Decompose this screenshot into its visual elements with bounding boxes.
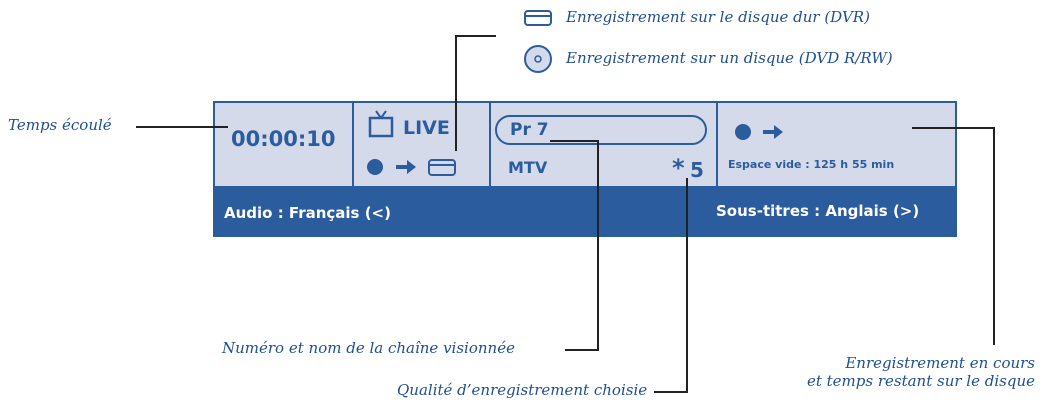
channel-annotation: Numéro et nom de la chaîne visionnée: [222, 339, 515, 357]
subtitles-language: Sous-titres : Anglais (>): [716, 202, 920, 220]
leader-channel-h2: [565, 349, 599, 351]
live-cell: LIVE: [352, 101, 491, 188]
hard-disk-icon: [524, 10, 552, 26]
tv-icon: [368, 110, 394, 138]
legend-disc-text: Enregistrement sur un disque (DVD R/RW): [566, 49, 893, 67]
quality-annotation: Qualité d’enregistrement choisie: [397, 381, 648, 399]
time-cell: 00:00:10: [213, 101, 354, 188]
leader-channel-h1: [550, 140, 598, 142]
channel-name: MTV: [508, 158, 548, 177]
recording-annotation-line1: Enregistrement en cours: [845, 354, 1035, 372]
record-dot-icon: [735, 124, 751, 140]
quality-value: 5: [690, 158, 704, 182]
status-bar: Audio : Français (<) Sous-titres : Angla…: [213, 188, 957, 237]
arrow-right-icon: [763, 125, 783, 139]
disc-icon: [524, 45, 552, 73]
recording-annotation-line2: et temps restant sur le disque: [806, 372, 1035, 390]
legend-hdd-text: Enregistrement sur le disque dur (DVR): [566, 8, 870, 26]
audio-language: Audio : Français (<): [224, 204, 391, 222]
elapsed-time: 00:00:10: [231, 127, 336, 151]
leader-hdd-h: [456, 35, 496, 37]
leader-hdd-v: [455, 35, 457, 151]
channel-number: Pr 7: [510, 120, 549, 140]
arrow-right-icon: [396, 160, 416, 174]
recording-cell: Espace vide : 125 h 55 min: [716, 101, 957, 188]
hard-disk-icon: [428, 159, 456, 176]
elapsed-annotation: Temps écoulé: [8, 116, 112, 134]
info-panel: 00:00:10 LIVE Pr 7 MTV * 5 Espace vide :…: [213, 101, 957, 237]
channel-cell: Pr 7 MTV * 5: [489, 101, 718, 188]
leader-quality-v: [686, 178, 688, 393]
leader-recording-v: [993, 127, 995, 345]
channel-pill: [495, 115, 707, 145]
leader-elapsed: [136, 126, 228, 128]
leader-recording-h: [912, 127, 994, 129]
leader-channel-v: [597, 140, 599, 351]
free-space: Espace vide : 125 h 55 min: [728, 158, 895, 171]
quality-symbol: *: [672, 154, 685, 182]
record-dot-icon: [367, 159, 383, 175]
live-label: LIVE: [403, 117, 450, 139]
leader-quality-h: [654, 391, 688, 393]
